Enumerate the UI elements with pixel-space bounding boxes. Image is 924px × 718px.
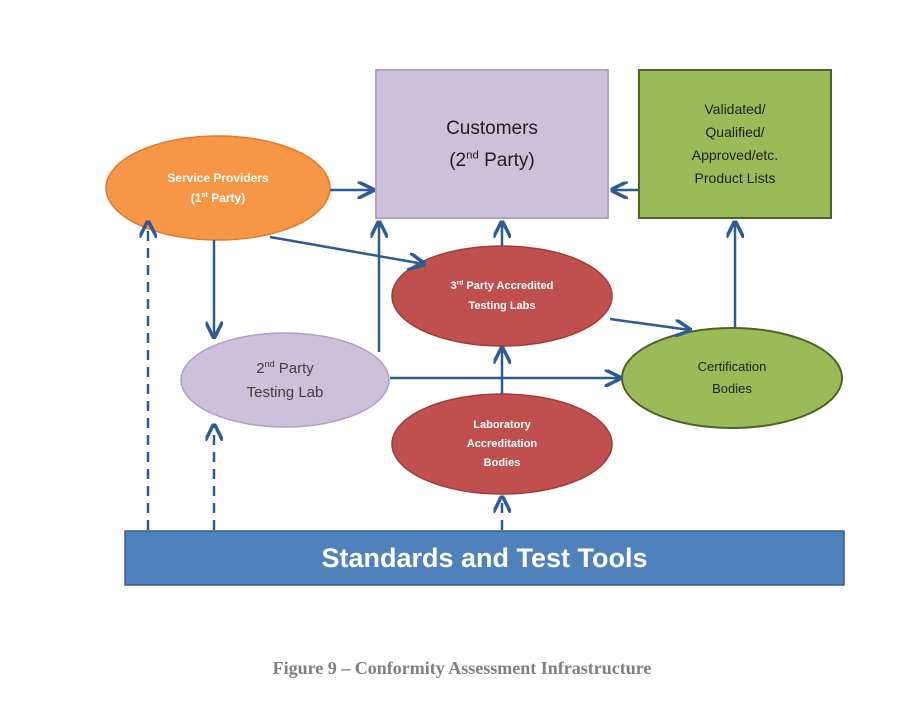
- lab-accreditation-line-1: Laboratory: [473, 418, 531, 431]
- arrow-sp-to-3rd-labs: [269, 235, 424, 264]
- service-providers-label: Service Providers (1st Party): [130, 160, 306, 216]
- service-providers-party: (1st Party): [190, 190, 246, 205]
- lab-accreditation-label: Laboratory Accreditation Bodies: [430, 414, 574, 474]
- lab-accreditation-line-2: Accreditation: [466, 437, 538, 450]
- customers-box: [375, 69, 609, 219]
- certification-bodies-line-2: Bodies: [712, 381, 752, 396]
- third-party-labs-line-2: Testing Labs: [468, 300, 536, 312]
- product-lists-line-4: Product Lists: [694, 170, 776, 186]
- customers-title: Customers: [446, 118, 538, 139]
- product-lists-line-1: Validated/: [704, 101, 766, 117]
- service-providers-ellipse: [105, 135, 331, 241]
- customers-party: (2nd Party): [449, 149, 535, 171]
- customers-label: Customers (2nd Party): [376, 100, 608, 190]
- product-lists-label: Validated/ Qualified/ Approved/etc. Prod…: [639, 98, 831, 190]
- second-party-lab-label: 2nd Party Testing Lab: [205, 357, 365, 405]
- standards-bar: [124, 530, 845, 586]
- certification-bodies-line-1: Certification: [697, 359, 767, 374]
- second-party-lab-line-1: 2nd Party: [256, 359, 314, 378]
- certification-bodies-ellipse: [621, 327, 843, 429]
- product-lists-box: [638, 69, 832, 219]
- standards-text: Standards and Test Tools: [321, 542, 648, 573]
- third-party-labs-label: 3rd Party Accredited Testing Labs: [420, 274, 584, 318]
- lab-accreditation-line-3: Bodies: [483, 456, 521, 469]
- certification-bodies-label: Certification Bodies: [652, 356, 812, 400]
- service-providers-title: Service Providers: [167, 171, 269, 185]
- product-lists-line-2: Qualified/: [705, 124, 765, 140]
- second-party-lab-ellipse: [180, 332, 390, 428]
- product-lists-line-3: Approved/etc.: [691, 147, 779, 163]
- third-party-labs-line-1: 3rd Party Accredited: [450, 279, 554, 292]
- standards-label: Standards and Test Tools: [125, 531, 844, 585]
- figure-caption: Figure 9 – Conformity Assessment Infrast…: [272, 658, 652, 678]
- second-party-lab-line-2: Testing Lab: [246, 384, 324, 401]
- arrow-3rd-labs-to-cert: [609, 317, 690, 330]
